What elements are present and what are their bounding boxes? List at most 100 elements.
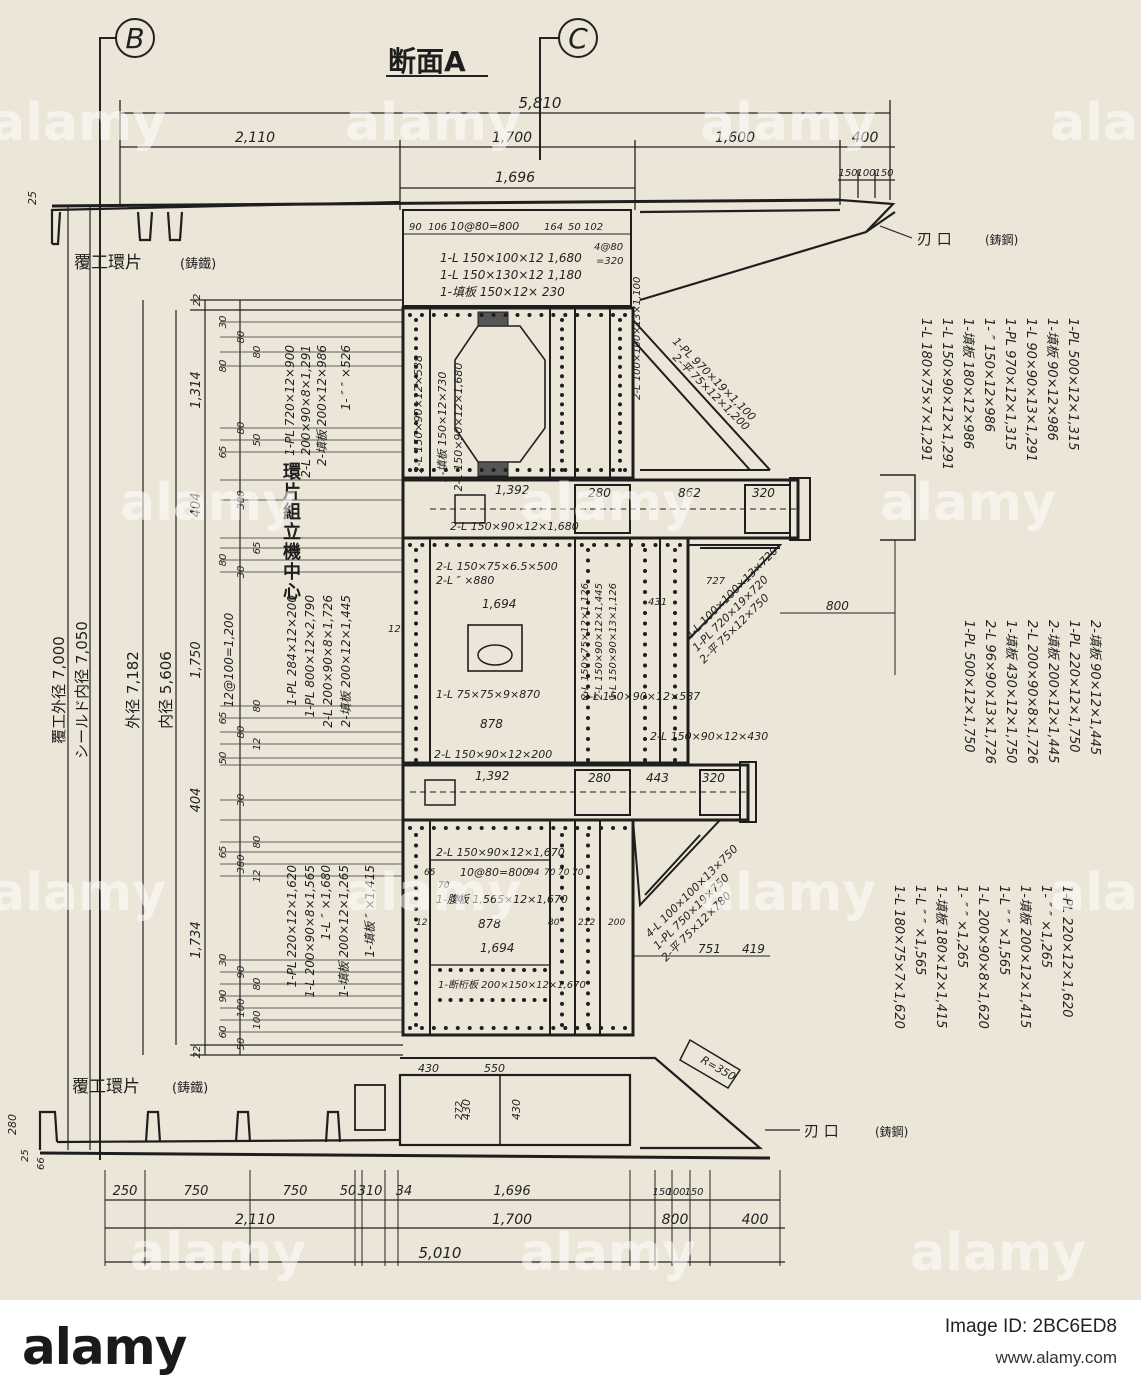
rivet <box>414 590 418 594</box>
rivet <box>414 318 418 322</box>
center-lower-small-dim: 12 <box>416 918 428 928</box>
bottom-box-430c: 430 <box>510 1099 523 1120</box>
left-dim-22-bottom: 22 <box>192 1046 203 1059</box>
erector-char: 環 <box>283 462 302 483</box>
rivet <box>673 737 677 741</box>
rivet <box>444 543 449 547</box>
rivet <box>555 543 560 547</box>
rivet <box>414 726 418 731</box>
bottom-box-272: 272 <box>454 1101 465 1120</box>
rivet <box>414 411 418 416</box>
bottom-dim-1: 1,696 <box>493 1184 530 1199</box>
rivet <box>560 854 564 859</box>
rivet <box>586 885 590 890</box>
rivet <box>560 1023 564 1027</box>
rivet <box>586 991 590 996</box>
dim-top-total: 5,810 <box>519 94 562 112</box>
right-member-1: 1-L 150×90×12×1,291 <box>939 318 954 470</box>
rivet <box>414 896 418 901</box>
rivet <box>414 938 418 943</box>
rivet <box>414 579 418 584</box>
rivet <box>673 569 677 573</box>
bottom-segment <box>38 1038 771 1160</box>
rivet <box>414 1012 418 1017</box>
rivet <box>643 705 647 710</box>
bottom-dim-1: 750 <box>283 1184 308 1199</box>
bottom-dimension-ticks <box>104 1170 781 1266</box>
rivet <box>618 355 622 360</box>
rivet <box>560 439 564 444</box>
rivet <box>414 737 418 741</box>
rivet <box>443 313 448 317</box>
left-dim-404b: 404 <box>189 788 204 813</box>
center-right-431: 431 <box>648 597 667 608</box>
center-lower-1694: 1,694 <box>480 941 514 955</box>
rivet <box>432 543 437 547</box>
rivet <box>586 959 590 964</box>
rivet <box>414 449 418 454</box>
rivet <box>467 826 472 830</box>
rivet <box>518 543 523 547</box>
rivet <box>414 928 418 932</box>
rivet <box>643 653 647 657</box>
left-mid-member-2: 1-PL 800×12×2,790 <box>303 595 317 718</box>
rivet <box>503 826 508 830</box>
section-a-drawing: 断面A B C 5,810 2,110 1,700 1,600 400 1,69… <box>0 0 1141 1300</box>
main-frame <box>401 306 690 1037</box>
rivet <box>414 705 418 710</box>
rivet <box>560 421 564 426</box>
right-member-3: 1-L ″ ″ ×1,565 <box>912 885 927 975</box>
label-od: 外径 7,182 <box>124 651 142 729</box>
right-member-3: 1-填板 180×12×1,415 <box>933 885 948 1028</box>
rivet <box>479 1026 484 1030</box>
rivet <box>586 726 590 731</box>
left-upper-member-5: 2-L 150×90×12×538 <box>412 355 425 473</box>
rivet <box>643 642 647 647</box>
rivet <box>643 632 647 636</box>
rivet <box>539 1026 544 1030</box>
rivet <box>587 468 592 472</box>
rivet <box>618 336 622 341</box>
left-lower-callouts: 1-PL 220×12×1,620 1-L 200×90×8×1,565 1-L… <box>285 865 377 998</box>
right-member-1: 1- ″ 150×12×986 <box>981 318 996 432</box>
rivet <box>414 1001 418 1006</box>
rivet <box>604 543 609 547</box>
rivet <box>491 313 496 317</box>
center-lower-small-dim: 70 <box>572 868 584 878</box>
right-member-3: 1-L 180×75×7×1,620 <box>891 885 906 1029</box>
rivet <box>414 1023 418 1027</box>
rivet <box>623 313 627 317</box>
right-member-3: 1- ″ ″ ×1,265 <box>1038 885 1053 968</box>
watermark: alamy <box>345 93 521 153</box>
left-upper-member-1: 1-PL 720×12×900 <box>283 345 297 456</box>
rivet <box>503 1026 508 1030</box>
bottom-box-430a: 430 <box>418 1062 439 1075</box>
left-lower-member-1: 1-PL 220×12×1,620 <box>285 865 299 988</box>
rivet <box>560 970 564 975</box>
center-lower-small-dim: 70 <box>558 868 570 878</box>
watermark: alamy <box>880 473 1056 533</box>
bottom-dim-1: 150 <box>684 1187 703 1198</box>
rivet <box>611 313 616 317</box>
rivet <box>579 543 584 547</box>
rivet <box>673 558 677 563</box>
girder-2-280: 280 <box>588 771 611 785</box>
right-member-2: 2-填板 90×12×1,445 <box>1087 620 1102 755</box>
rivet <box>414 327 418 332</box>
rivet <box>641 543 646 547</box>
bottom-dim-1: 310 <box>358 1184 383 1199</box>
rivet <box>414 355 418 360</box>
rivet <box>414 458 418 463</box>
bottom-dim-1: 50 <box>340 1184 357 1199</box>
erector-char: 片 <box>283 481 301 503</box>
rivet <box>643 590 647 594</box>
top-dimension-lines <box>119 100 895 210</box>
rivet <box>560 374 564 379</box>
rivet <box>643 695 647 699</box>
rivet <box>560 833 564 837</box>
rivet <box>586 747 590 752</box>
dim-top-150a: 150 <box>838 168 857 179</box>
rivet <box>414 374 418 379</box>
rivet <box>414 439 418 444</box>
